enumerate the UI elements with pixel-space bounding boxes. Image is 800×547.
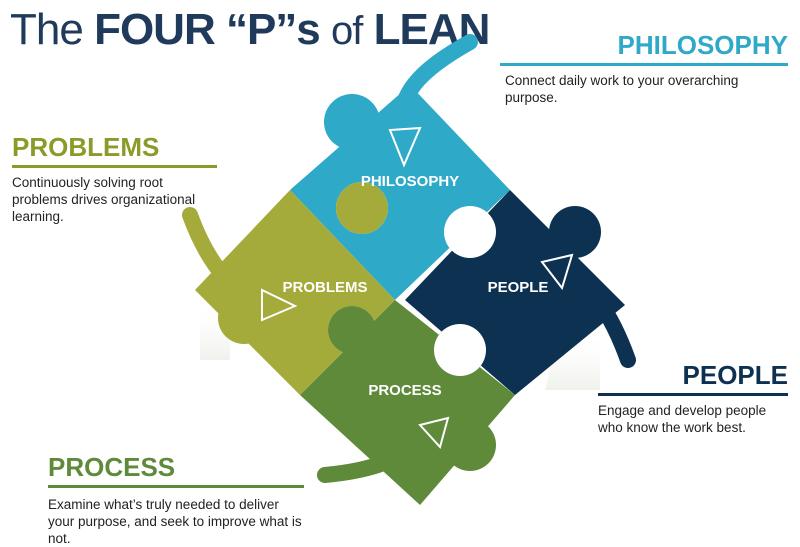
philosophy-heading: PHILOSOPHY bbox=[617, 30, 788, 60]
process-heading: PROCESS bbox=[48, 452, 176, 482]
philosophy-section: PHILOSOPHY Connect daily work to your ov… bbox=[500, 30, 788, 106]
process-description: Examine what’s truly needed to deliver y… bbox=[48, 497, 302, 546]
piece-label-problems: PROBLEMS bbox=[282, 279, 367, 296]
process-section: PROCESS Examine what’s truly needed to d… bbox=[48, 452, 304, 547]
puzzle-piece-process bbox=[300, 300, 515, 505]
arrow-problems-icon bbox=[182, 207, 298, 322]
title-of: of bbox=[331, 9, 363, 53]
people-rule bbox=[598, 393, 788, 396]
piece-label-philosophy: PHILOSOPHY bbox=[361, 173, 459, 190]
piece-label-people: PEOPLE bbox=[488, 279, 549, 296]
problems-section: PROBLEMS Continuously solving root probl… bbox=[12, 132, 217, 225]
title-prefix: The bbox=[10, 5, 84, 54]
arrow-process-icon bbox=[317, 416, 450, 483]
arrow-people-icon bbox=[540, 253, 636, 368]
problems-description: Continuously solving root problems drive… bbox=[12, 175, 196, 224]
piece-label-process: PROCESS bbox=[368, 382, 441, 399]
people-description: Engage and develop people who know the w… bbox=[598, 403, 767, 435]
process-rule bbox=[48, 485, 304, 488]
problems-heading: PROBLEMS bbox=[12, 132, 160, 162]
title-main: FOUR “P”s bbox=[94, 5, 321, 54]
philosophy-rule bbox=[500, 63, 788, 66]
page-title: The FOUR “P”s of LEAN bbox=[10, 5, 490, 55]
philosophy-description: Connect daily work to your overarching p… bbox=[505, 73, 739, 105]
people-section: PEOPLE Engage and develop people who kno… bbox=[598, 360, 788, 436]
arrow-philosophy-icon bbox=[388, 34, 478, 168]
problems-rule bbox=[12, 165, 217, 168]
puzzle-diagram: PHILOSOPHY PROBLEMS PEOPLE PROCESS bbox=[182, 34, 636, 505]
people-heading: PEOPLE bbox=[682, 360, 788, 390]
